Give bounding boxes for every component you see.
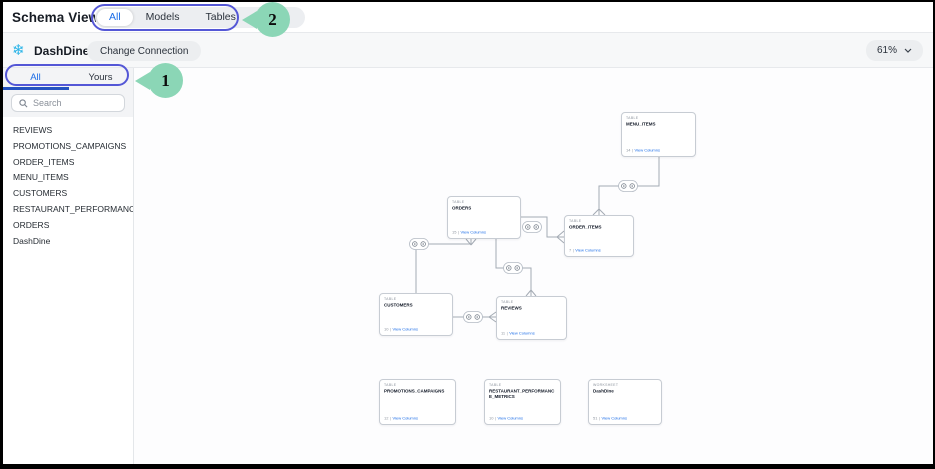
page-title: Schema Viewer: [12, 10, 113, 25]
node-type-label: TABLE: [626, 116, 639, 121]
schema-viewer-page: Schema Viewer All Models Tables Views ❄ …: [3, 2, 933, 464]
sidebar-tab-all[interactable]: All: [30, 72, 41, 83]
relationship-pill[interactable]: [463, 311, 483, 323]
list-item-restaurant-performance-metrics[interactable]: RESTAURANT_PERFORMANCE_METRICS: [13, 203, 133, 214]
column-count: 7: [569, 248, 572, 253]
edge-orders-order-items: [521, 216, 557, 238]
node-name: CUSTOMERS: [384, 302, 413, 308]
relationship-pill[interactable]: [503, 262, 523, 274]
relationship-pill[interactable]: [409, 238, 429, 250]
node-promotions-campaigns[interactable]: TABLE PROMOTIONS_CAMPAIGNS 12|View Colum…: [379, 379, 456, 425]
sidebar-header: All Yours: [3, 68, 133, 117]
view-columns-link[interactable]: View Columns: [497, 416, 523, 421]
node-name: DashDine: [593, 388, 614, 394]
schema-type-tabs: All Models Tables Views: [95, 7, 305, 28]
column-count: 10: [384, 327, 389, 332]
node-type-label: TABLE: [569, 219, 582, 224]
diagram-canvas[interactable]: TABLE MENU_ITEMS 14|View Columns TABLE O…: [134, 68, 933, 464]
list-item-order-items[interactable]: ORDER_ITEMS: [13, 156, 75, 167]
node-name: PROMOTIONS_CAMPAIGNS: [384, 388, 445, 394]
view-columns-link[interactable]: View Columns: [460, 230, 486, 235]
list-item-dashdine[interactable]: DashDine: [13, 235, 51, 246]
connection-name: DashDine: [34, 44, 90, 58]
search-input[interactable]: [33, 98, 113, 108]
node-customers[interactable]: TABLE CUSTOMERS 10|View Columns: [379, 293, 453, 336]
tab-tables[interactable]: Tables: [205, 11, 236, 23]
view-columns-link[interactable]: View Columns: [392, 327, 418, 332]
list-item-reviews[interactable]: REVIEWS: [13, 125, 53, 135]
chevron-down-icon: [904, 48, 912, 53]
relationship-pill[interactable]: [522, 221, 542, 233]
connection-toolbar: ❄ DashDine Change Connection 61%: [3, 33, 933, 68]
node-type-label: TABLE: [384, 297, 397, 302]
node-menu-items[interactable]: TABLE MENU_ITEMS 14|View Columns: [621, 112, 696, 157]
tab-views[interactable]: Views: [261, 11, 290, 23]
view-columns-link[interactable]: View Columns: [601, 416, 627, 421]
column-count: 15: [452, 230, 457, 235]
node-name: ORDERS: [452, 205, 472, 211]
edge-customers-orders: [415, 243, 472, 293]
tab-all[interactable]: All: [97, 9, 133, 26]
active-tab-underline: [3, 87, 69, 90]
sidebar: All Yours REVIEWS PROMOTIONS_CAMPAIGNS O…: [3, 68, 134, 464]
tab-models[interactable]: Models: [145, 11, 180, 23]
node-name: MENU_ITEMS: [626, 121, 656, 127]
snowflake-icon: ❄: [12, 42, 25, 59]
node-type-label: TABLE: [501, 300, 514, 305]
node-order-items[interactable]: TABLE ORDER_ITEMS 7|View Columns: [564, 215, 634, 257]
sidebar-tab-yours[interactable]: Yours: [88, 72, 113, 83]
view-columns-link[interactable]: View Columns: [392, 416, 418, 421]
column-count: 12: [384, 416, 389, 421]
search-icon: [19, 98, 28, 107]
list-item-orders[interactable]: ORDERS: [13, 219, 50, 230]
column-count: 10: [489, 416, 494, 421]
sidebar-tabs: All Yours: [3, 72, 133, 86]
view-columns-link[interactable]: View Columns: [509, 331, 535, 336]
zoom-level-value: 61%: [876, 45, 897, 56]
node-name: ORDER_ITEMS: [569, 224, 602, 230]
column-count: 14: [626, 148, 631, 153]
node-type-label: TABLE: [384, 383, 397, 388]
node-type-label: TABLE: [489, 383, 502, 388]
relationship-pill[interactable]: [618, 180, 638, 192]
top-header: Schema Viewer All Models Tables Views: [3, 2, 933, 33]
column-count: 11: [501, 331, 506, 336]
view-columns-link[interactable]: View Columns: [634, 148, 660, 153]
view-columns-link[interactable]: View Columns: [575, 248, 601, 253]
node-orders[interactable]: TABLE ORDERS 15|View Columns: [447, 196, 521, 239]
node-type-label: TABLE: [452, 200, 465, 205]
zoom-level-control[interactable]: 61%: [865, 40, 923, 61]
relationship-edges: [409, 157, 660, 323]
column-count: 51: [593, 416, 598, 421]
node-name: RESTAURANT_PERFORMANCE_METRICS: [489, 388, 555, 399]
node-dashdine-worksheet[interactable]: WORKSHEET DashDine 51|View Columns: [588, 379, 662, 425]
node-name: REVIEWS: [501, 305, 522, 311]
change-connection-button[interactable]: Change Connection: [87, 41, 202, 61]
table-list: REVIEWS PROMOTIONS_CAMPAIGNS ORDER_ITEMS…: [3, 117, 133, 464]
node-reviews[interactable]: TABLE REVIEWS 11|View Columns: [496, 296, 567, 340]
list-item-menu-items[interactable]: MENU_ITEMS: [13, 172, 69, 183]
list-item-customers[interactable]: CUSTOMERS: [13, 188, 68, 199]
node-restaurant-performance-metrics[interactable]: TABLE RESTAURANT_PERFORMANCE_METRICS 10|…: [484, 379, 561, 425]
list-item-promotions-campaigns[interactable]: PROMOTIONS_CAMPAIGNS: [13, 140, 127, 151]
node-type-label: WORKSHEET: [593, 383, 619, 388]
search-box[interactable]: [11, 94, 125, 112]
